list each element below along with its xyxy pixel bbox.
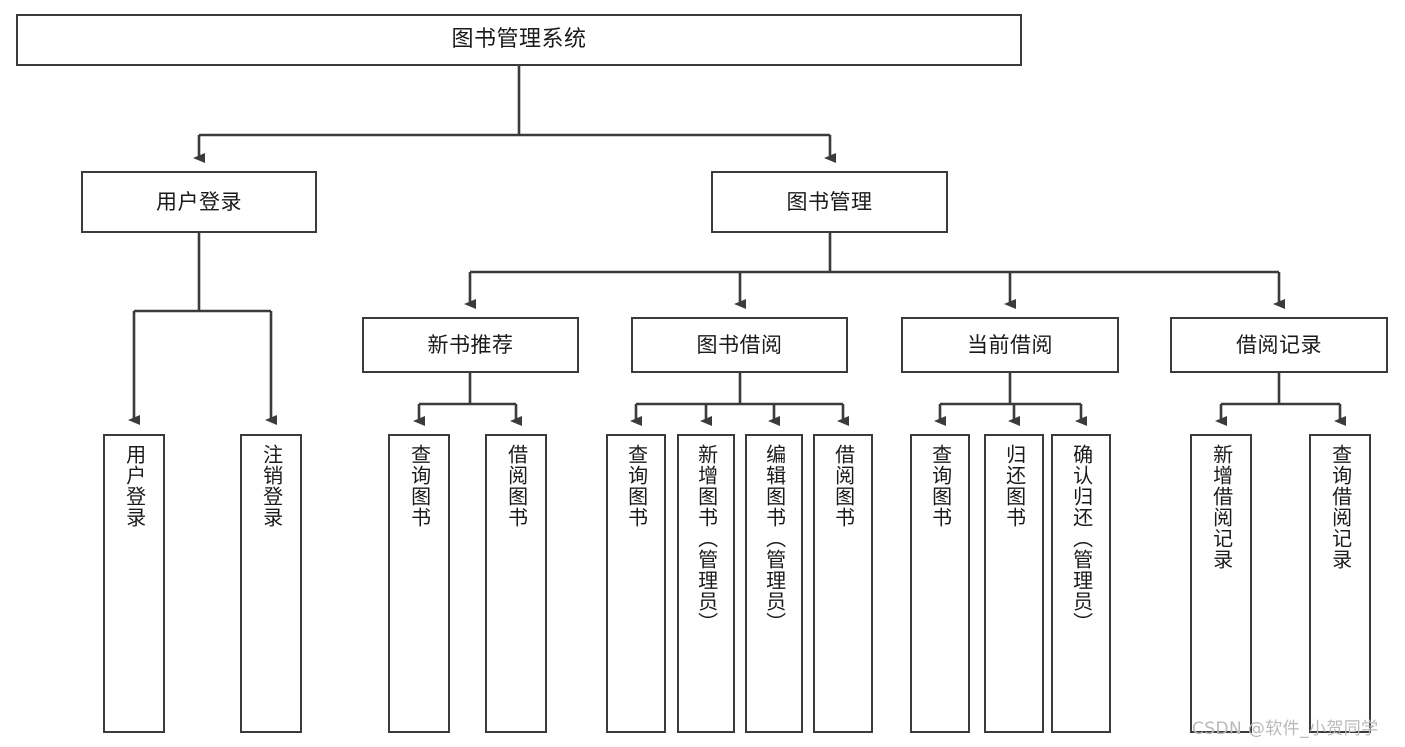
node-leaf-borrow-query-label: 查询图书	[624, 444, 649, 528]
node-leaf-borrow-edit[interactable]: 编辑图书（管理员）	[745, 434, 803, 733]
node-leaf-user-logout-label: 注销登录	[259, 444, 284, 528]
node-leaf-borrow-do-label: 借阅图书	[831, 444, 856, 528]
node-leaf-cur-return-label: 归还图书	[1002, 444, 1027, 528]
node-leaf-borrow-add-label: 新增图书（管理员）	[694, 444, 719, 633]
node-new-book-rec[interactable]: 新书推荐	[362, 317, 579, 373]
node-current-borrow-label: 当前借阅	[967, 332, 1053, 357]
node-leaf-borrow-add[interactable]: 新增图书（管理员）	[677, 434, 735, 733]
node-leaf-rec-search-label: 查询借阅记录	[1328, 444, 1353, 570]
node-leaf-rec-borrow-label: 借阅图书	[504, 444, 529, 528]
node-leaf-borrow-query[interactable]: 查询图书	[606, 434, 666, 733]
node-leaf-user-login-label: 用户登录	[122, 444, 147, 528]
node-leaf-borrow-do[interactable]: 借阅图书	[813, 434, 873, 733]
node-leaf-cur-confirm[interactable]: 确认归还（管理员）	[1051, 434, 1111, 733]
node-leaf-rec-borrow[interactable]: 借阅图书	[485, 434, 547, 733]
node-leaf-user-login[interactable]: 用户登录	[103, 434, 165, 733]
node-leaf-rec-query-label: 查询图书	[407, 444, 432, 528]
node-leaf-rec-query[interactable]: 查询图书	[388, 434, 450, 733]
node-leaf-user-logout[interactable]: 注销登录	[240, 434, 302, 733]
node-user-login-label: 用户登录	[156, 189, 242, 214]
node-book-manage-label: 图书管理	[786, 189, 873, 214]
node-leaf-rec-search[interactable]: 查询借阅记录	[1309, 434, 1371, 733]
node-new-book-rec-label: 新书推荐	[427, 332, 514, 357]
node-book-borrow[interactable]: 图书借阅	[631, 317, 848, 373]
node-leaf-cur-confirm-label: 确认归还（管理员）	[1069, 444, 1094, 633]
node-borrow-record-label: 借阅记录	[1236, 332, 1322, 357]
node-root-label: 图书管理系统	[451, 26, 587, 52]
node-current-borrow[interactable]: 当前借阅	[901, 317, 1119, 373]
node-user-login[interactable]: 用户登录	[81, 171, 317, 233]
node-root[interactable]: 图书管理系统	[16, 14, 1022, 66]
node-book-borrow-label: 图书借阅	[696, 332, 783, 357]
node-leaf-rec-add[interactable]: 新增借阅记录	[1190, 434, 1252, 733]
node-leaf-cur-return[interactable]: 归还图书	[984, 434, 1044, 733]
node-leaf-rec-add-label: 新增借阅记录	[1209, 444, 1234, 570]
node-book-manage[interactable]: 图书管理	[711, 171, 948, 233]
node-leaf-cur-query-label: 查询图书	[928, 444, 953, 528]
node-leaf-borrow-edit-label: 编辑图书（管理员）	[762, 444, 787, 633]
node-leaf-cur-query[interactable]: 查询图书	[910, 434, 970, 733]
csdn-watermark: CSDN @软件_小贺同学	[1192, 719, 1379, 739]
node-borrow-record[interactable]: 借阅记录	[1170, 317, 1388, 373]
